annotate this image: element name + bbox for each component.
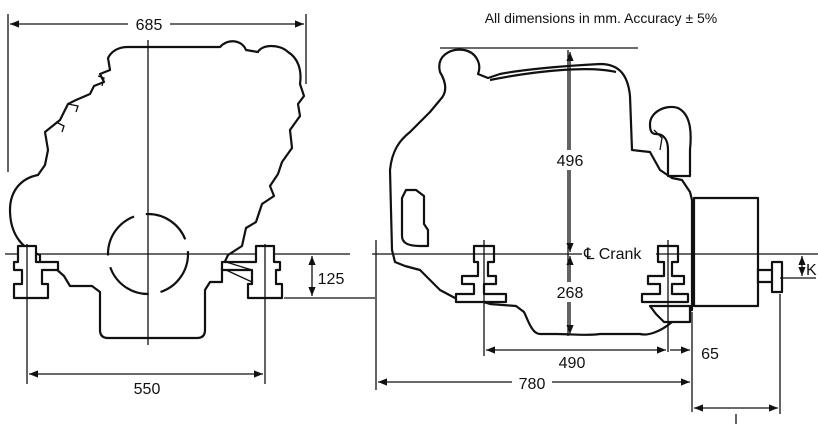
front-engine-outline	[8, 40, 306, 340]
side-engine-outline	[388, 48, 694, 336]
dim-496: 496	[557, 153, 584, 170]
dim-780: 780	[519, 376, 546, 393]
front-view: 685 550 125	[5, 12, 375, 398]
exhaust-elbow	[648, 105, 692, 178]
side-view: 496 ℄ Crank 268 490 65 780 K	[372, 47, 818, 424]
dim-268: 268	[557, 285, 584, 302]
dim-685: 685	[136, 17, 163, 34]
front-left-mount	[12, 244, 60, 300]
side-rear-mount	[640, 240, 692, 352]
accuracy-note: All dimensions in mm. Accuracy ± 5%	[485, 10, 718, 26]
side-front-mount	[454, 240, 508, 306]
dim-125: 125	[318, 271, 345, 288]
dim-k: K	[806, 262, 817, 279]
coupling-flange	[770, 260, 784, 294]
gearbox-block	[692, 196, 760, 308]
front-right-mount	[220, 244, 284, 300]
intake-bracket	[400, 188, 430, 248]
dim-490: 490	[559, 355, 586, 372]
crank-label: ℄ Crank	[583, 246, 642, 263]
dim-65: 65	[701, 346, 719, 363]
dim-550: 550	[134, 381, 161, 398]
